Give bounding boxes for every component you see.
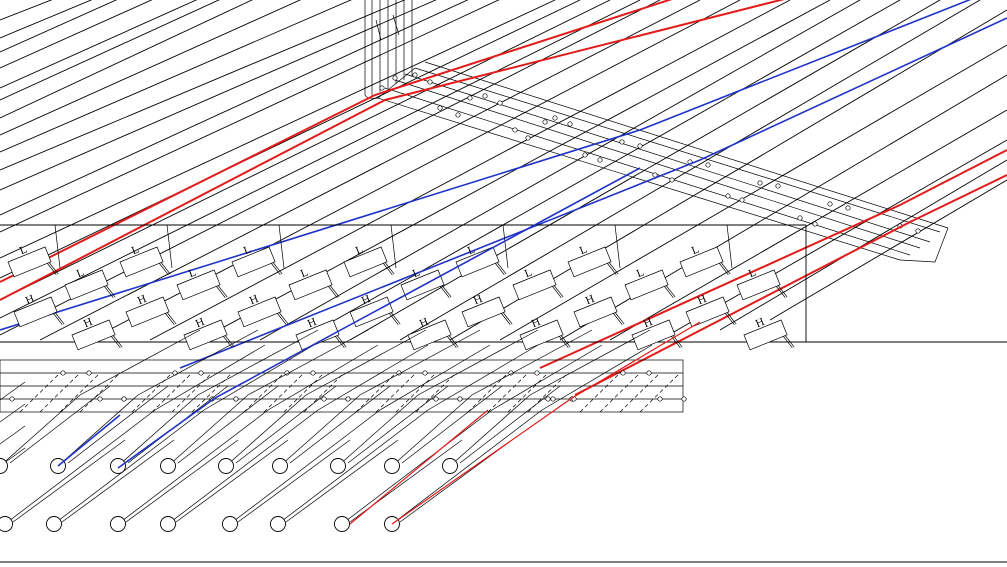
- block-h-upper-label: H: [360, 294, 372, 308]
- block-h-upper: H: [237, 294, 289, 328]
- block-l-lower: L: [400, 267, 452, 301]
- block-h-lower-label: H: [82, 317, 94, 331]
- block-h-upper: H: [349, 294, 401, 328]
- block-l-lower-label: L: [635, 267, 646, 280]
- socket-bottom-row: [46, 516, 62, 532]
- junction-nodes: [379, 72, 921, 234]
- socket-top-row: [110, 458, 126, 474]
- block-h-lower: H: [183, 317, 235, 351]
- block-l-upper-label: L: [578, 244, 589, 257]
- block-l-lower: L: [176, 267, 228, 301]
- block-l-lower-label: L: [411, 267, 422, 280]
- socket-bottom-row: [334, 516, 350, 532]
- socket-top-row: [0, 458, 8, 474]
- socket-top-row: [272, 458, 288, 474]
- socket-top-row: [330, 458, 346, 474]
- block-l-upper-label: L: [130, 244, 141, 257]
- socket-top-row: [160, 458, 176, 474]
- block-h-upper-label: H: [24, 294, 36, 308]
- highlighted-wires-lower: [57, 167, 701, 525]
- block-l-upper: L: [455, 244, 507, 278]
- block-l-upper: L: [679, 244, 731, 278]
- block-h-lower-label: H: [418, 317, 430, 331]
- block-l-lower: L: [288, 267, 340, 301]
- block-l-lower: L: [64, 267, 116, 301]
- lh-block-panel: L L H H L L H H L L H H L L H H L L H H L L H H L L H H: [0, 224, 1007, 351]
- block-h-lower-label: H: [754, 317, 766, 331]
- socket-bottom-row: [222, 516, 238, 532]
- block-h-upper: H: [125, 294, 177, 328]
- socket-bottom-row: [270, 516, 286, 532]
- block-l-upper-label: L: [466, 244, 477, 257]
- block-l-lower-label: L: [747, 267, 758, 280]
- block-l-upper: L: [343, 244, 395, 278]
- block-h-lower: H: [407, 317, 459, 351]
- block-l-lower: L: [736, 267, 788, 301]
- socket-array: [0, 458, 458, 532]
- block-l-lower-label: L: [299, 267, 310, 280]
- block-h-lower: H: [519, 317, 571, 351]
- block-h-lower: H: [743, 317, 795, 351]
- block-h-upper-label: H: [472, 294, 484, 308]
- block-h-lower: H: [295, 317, 347, 351]
- junction-band: [377, 61, 949, 263]
- block-l-lower: L: [624, 267, 676, 301]
- block-l-upper-label: L: [690, 244, 701, 257]
- block-h-lower: H: [71, 317, 123, 351]
- block-l-upper-label: L: [242, 244, 253, 257]
- block-h-upper: H: [573, 294, 625, 328]
- lower-wires: [0, 329, 653, 525]
- block-l-lower-label: L: [75, 267, 86, 280]
- socket-top-row: [218, 458, 234, 474]
- lh-blocks: L L H H L L H H L L H H L L H H L L H H L L H H L L H H: [7, 224, 795, 351]
- socket-top-row: [442, 458, 458, 474]
- socket-bottom-row: [110, 516, 126, 532]
- socket-bottom-row: [160, 516, 176, 532]
- block-l-upper-label: L: [354, 244, 365, 257]
- upper-line-fan: [0, 0, 1007, 341]
- block-l-upper-label: L: [18, 244, 29, 257]
- socket-bottom-row: [0, 516, 13, 532]
- block-l-upper: L: [567, 244, 619, 278]
- block-h-lower-label: H: [530, 317, 542, 331]
- vertical-cable-bundle: [364, 0, 413, 99]
- block-l-upper: L: [7, 244, 59, 278]
- block-l-upper: L: [119, 244, 171, 278]
- block-h-upper: H: [685, 294, 737, 328]
- block-l-upper: L: [231, 244, 283, 278]
- block-h-upper-label: H: [136, 294, 148, 308]
- block-l-lower-label: L: [187, 267, 198, 280]
- socket-top-row: [384, 458, 400, 474]
- block-h-lower: H: [631, 317, 683, 351]
- block-h-upper: H: [13, 294, 65, 328]
- highlighted-wires-upper: [0, 0, 1007, 396]
- block-h-upper-label: H: [248, 294, 260, 308]
- block-h-lower-label: H: [642, 317, 654, 331]
- block-l-lower: L: [512, 267, 564, 301]
- block-h-lower-label: H: [306, 317, 318, 331]
- block-l-lower-label: L: [523, 267, 534, 280]
- block-h-upper-label: H: [696, 294, 708, 308]
- block-h-lower-label: H: [194, 317, 206, 331]
- block-h-upper-label: H: [584, 294, 596, 308]
- block-h-upper: H: [461, 294, 513, 328]
